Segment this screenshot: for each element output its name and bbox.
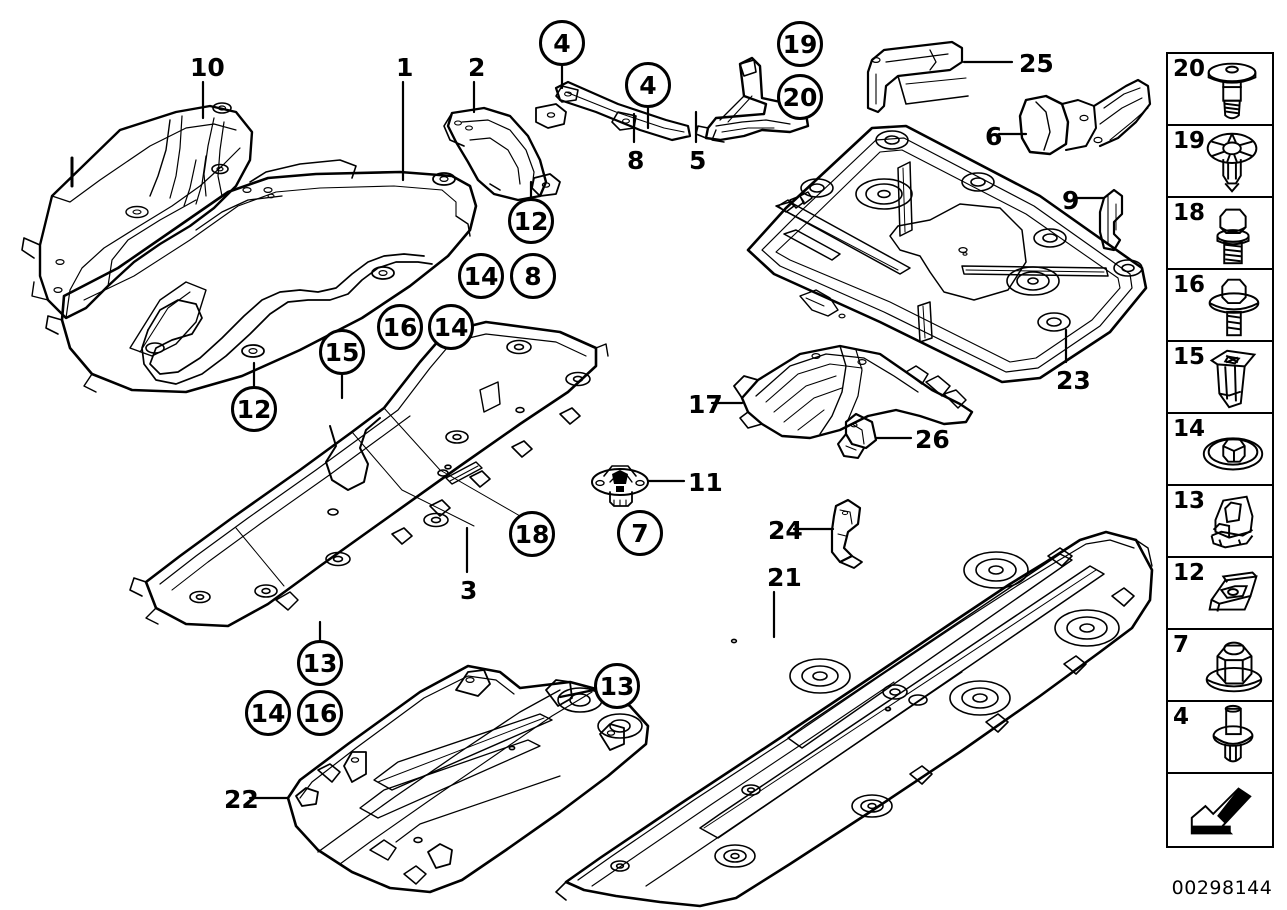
circled-callout-4: 4 — [625, 62, 671, 108]
part-17-duct — [733, 344, 974, 440]
part-24-bracket — [830, 498, 863, 569]
circled-callout-14: 14 — [458, 253, 504, 299]
legend-number: 4 — [1173, 704, 1190, 730]
part-21-rear-shield — [555, 530, 1154, 908]
circled-callout-8: 8 — [510, 253, 556, 299]
legend-number: 18 — [1173, 200, 1206, 226]
callout-label-25: 25 — [1019, 49, 1054, 78]
hex-washer-screw-icon — [1196, 270, 1270, 340]
legend-row-14: 14 — [1168, 414, 1272, 486]
legend-row-13: 13 — [1168, 486, 1272, 558]
legend-number: 7 — [1173, 632, 1190, 658]
legend-number: 13 — [1173, 488, 1206, 514]
callout-label-24: 24 — [768, 516, 803, 545]
circled-callout-13: 13 — [594, 663, 640, 709]
legend-row-4: 4 — [1168, 702, 1272, 774]
circled-callout-12: 12 — [508, 198, 554, 244]
legend-number: 16 — [1173, 272, 1206, 298]
part-9-strip — [1098, 188, 1124, 252]
expanding-pin-rivet-icon — [1196, 702, 1270, 772]
part-23-floor-panel — [746, 124, 1148, 384]
callout-label-1: 1 — [396, 53, 414, 82]
spring-clamp-clip-icon — [1196, 486, 1270, 556]
part-10-shield — [21, 102, 254, 320]
hex-flange-bolt-icon — [1196, 198, 1270, 268]
callout-label-3: 3 — [460, 576, 478, 605]
legend-row-19: 19 — [1168, 126, 1272, 198]
disc-washer-nut-icon — [1196, 414, 1270, 484]
circled-callout-18: 18 — [509, 511, 555, 557]
callout-label-2: 2 — [468, 53, 486, 82]
legend-number: 12 — [1173, 560, 1206, 586]
callout-label-11: 11 — [688, 468, 723, 497]
legend-number: 20 — [1173, 56, 1206, 82]
circled-callout-14: 14 — [245, 690, 291, 736]
part-26-bracket — [837, 412, 878, 459]
legend-row-18: 18 — [1168, 198, 1272, 270]
circled-callout-4: 4 — [539, 20, 585, 66]
callout-label-10: 10 — [190, 53, 225, 82]
legend-row-15: 15 — [1168, 342, 1272, 414]
circled-callout-15: 15 — [319, 329, 365, 375]
callout-label-9: 9 — [1062, 186, 1080, 215]
part-6-block — [1018, 78, 1152, 156]
legend-number: 14 — [1173, 416, 1206, 442]
mushroom-head-screw-icon — [1196, 54, 1270, 124]
circled-callout-20: 20 — [777, 74, 823, 120]
legend-row-20: 20 — [1168, 54, 1272, 126]
callout-label-5: 5 — [689, 146, 707, 175]
callout-label-8: 8 — [627, 146, 645, 175]
callout-label-23: 23 — [1056, 366, 1091, 395]
legend-row-12: 12 — [1168, 558, 1272, 630]
legend-number: 15 — [1173, 344, 1206, 370]
part-3-center-panel — [129, 320, 609, 628]
hex-flange-nut-icon — [1196, 630, 1270, 700]
callout-label-6: 6 — [985, 122, 1003, 151]
part-1-engine-undershield — [45, 159, 478, 394]
legend-row-arrow — [1168, 774, 1272, 846]
diagram-number: 00298144 — [1171, 877, 1273, 899]
direction-arrow-icon — [1184, 774, 1258, 846]
legend-row-16: 16 — [1168, 270, 1272, 342]
circled-callout-7: 7 — [617, 510, 663, 556]
leader-line — [558, 688, 596, 699]
callout-label-22: 22 — [224, 785, 259, 814]
callout-label-17: 17 — [688, 390, 723, 419]
callout-label-21: 21 — [767, 563, 802, 592]
circled-callout-14: 14 — [428, 304, 474, 350]
circled-callout-12: 12 — [231, 386, 277, 432]
star-expansion-rivet-icon — [1196, 126, 1270, 196]
callout-label-26: 26 — [915, 425, 950, 454]
square-body-clip-icon — [1196, 342, 1270, 412]
circled-callout-13: 13 — [297, 640, 343, 686]
part-22-tray — [286, 664, 650, 894]
legend-row-7: 7 — [1168, 630, 1272, 702]
part-25-rail — [866, 40, 969, 114]
circled-callout-19: 19 — [777, 21, 823, 67]
part-5-bracket — [695, 56, 810, 143]
fastener-legend-panel: 20 19 18 16 15 14 13 12 7 4 — [1166, 52, 1274, 848]
legend-number: 19 — [1173, 128, 1206, 154]
circled-callout-16: 16 — [377, 304, 423, 350]
circled-callout-16: 16 — [297, 690, 343, 736]
flat-cage-nut-icon — [1196, 558, 1270, 628]
